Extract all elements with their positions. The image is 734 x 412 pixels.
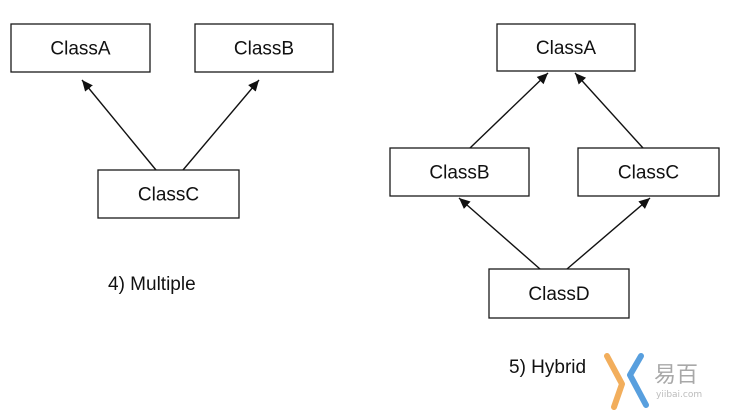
node-label: ClassA	[536, 38, 597, 59]
yiibai-logo-icon	[604, 353, 649, 410]
edge-hybrid-classb-to-classa	[469, 72, 549, 149]
edge-hybrid-classd-to-classb	[458, 197, 541, 270]
node-hybrid-classc: ClassC	[577, 147, 720, 197]
node-hybrid-classa: ClassA	[496, 23, 636, 72]
node-label: ClassB	[234, 39, 294, 60]
node-multiple-classa: ClassA	[10, 23, 151, 73]
node-multiple-classb: ClassB	[194, 23, 334, 73]
edge-hybrid-classc-to-classa	[574, 72, 644, 149]
node-box	[488, 268, 630, 319]
node-label: ClassA	[50, 39, 111, 60]
node-label: ClassC	[138, 185, 199, 206]
node-box	[496, 23, 636, 72]
node-box	[10, 23, 151, 73]
edge-multiple-classc-to-classa	[81, 79, 157, 171]
edge-multiple-classc-to-classb	[182, 79, 260, 171]
node-multiple-classc: ClassC	[97, 169, 240, 219]
node-box	[97, 169, 240, 219]
node-label: ClassC	[618, 163, 679, 184]
multiple-inheritance-group: ClassA ClassB ClassC 4) Multiple	[10, 23, 334, 295]
node-hybrid-classb: ClassB	[389, 147, 530, 197]
caption-multiple: 4) Multiple	[108, 274, 196, 295]
node-hybrid-classd: ClassD	[488, 268, 630, 319]
edge-hybrid-classd-to-classc	[566, 197, 651, 270]
caption-hybrid: 5) Hybrid	[509, 357, 586, 378]
node-label: ClassD	[528, 284, 589, 305]
node-box	[577, 147, 720, 197]
node-label: ClassB	[429, 163, 489, 184]
node-box	[389, 147, 530, 197]
node-box	[194, 23, 334, 73]
hybrid-inheritance-group: ClassA ClassB ClassC ClassD 5) Hybrid	[389, 23, 720, 378]
watermark-brand: 易百	[654, 363, 698, 388]
watermark: 易百 yiibai.com	[604, 353, 702, 410]
watermark-domain: yiibai.com	[656, 390, 702, 400]
